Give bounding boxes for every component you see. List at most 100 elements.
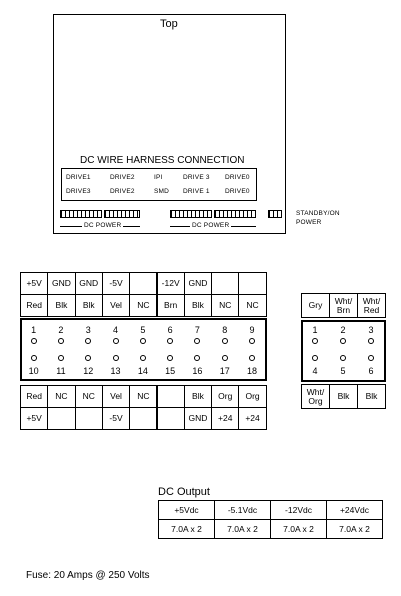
pin-dot (368, 338, 374, 344)
dc-power-right-label: DC POWER (190, 222, 232, 229)
wire-color-cell: Vel (101, 385, 131, 408)
wire-color-cell: NC (129, 294, 158, 317)
wire-color-cell: Blk (47, 294, 76, 317)
wire-color-cell: Org (238, 385, 267, 408)
voltage-cell (238, 272, 267, 295)
top-panel (53, 14, 286, 234)
pin-number: 1 (31, 325, 37, 335)
pin-number: 2 (58, 325, 64, 335)
power-connector-4 (214, 210, 256, 218)
pin-number: 3 (368, 325, 374, 335)
pin-number: 3 (85, 325, 91, 335)
pin-dot (30, 355, 37, 361)
pin-number: 12 (83, 366, 94, 376)
pin-number: 5 (340, 366, 346, 376)
wire-color-cell: NC (47, 385, 76, 408)
wire-color-cell: Vel (101, 294, 131, 317)
harness-label: SMD (154, 188, 170, 195)
wire-color-cell: Wht/ Brn (329, 293, 358, 318)
voltage-cell: +24 (211, 407, 240, 430)
pin-dot (340, 338, 346, 344)
pin-dot (249, 355, 256, 361)
pin-number: 11 (56, 366, 66, 376)
pin-dot (112, 338, 119, 344)
dc-output-title: DC Output (158, 486, 210, 498)
dc-header-cell: +24Vdc (326, 500, 383, 520)
harness-label: DRIVE0 (225, 188, 250, 195)
wire-color-cell: NC (238, 294, 267, 317)
wire-color-cell: NC (211, 294, 240, 317)
harness-label: DRIVE 3 (183, 174, 210, 181)
dc-value-cell: 7.0A x 2 (214, 519, 271, 539)
voltage-cell (156, 407, 185, 430)
harness-label-box (61, 168, 257, 201)
dc-header-cell: -12Vdc (270, 500, 327, 520)
pin-dot (221, 355, 228, 361)
voltage-cell: GND (47, 272, 76, 295)
harness-label: DRIVE2 (110, 174, 135, 181)
wire-color-cell: NC (129, 385, 158, 408)
standby-connector (268, 210, 282, 218)
dc-power-left-label: DC POWER (82, 222, 124, 229)
harness-label: DRIVE0 (225, 174, 250, 181)
pin-dot (57, 355, 64, 361)
pin-number: 16 (192, 366, 203, 376)
wire-color-cell (156, 385, 185, 408)
wire-color-cell: Blk (183, 385, 213, 408)
wire-color-cell: Blk (329, 384, 358, 409)
voltage-cell: GND (183, 272, 213, 295)
pin-number: 4 (113, 325, 119, 335)
top-title: Top (160, 18, 178, 30)
wire-color-cell: Blk (183, 294, 213, 317)
pin-number: 1 (312, 325, 318, 335)
power-connector-2 (104, 210, 140, 218)
voltage-cell: -5V (101, 407, 131, 430)
standby-label-2: POWER (296, 219, 322, 226)
pin-number: 6 (167, 325, 173, 335)
pin-number: 9 (249, 325, 255, 335)
voltage-cell (211, 272, 240, 295)
harness-label: DRIVE 1 (183, 188, 210, 195)
pin-dot (194, 338, 201, 344)
pin-dot (57, 338, 64, 344)
pin-number: 13 (110, 366, 121, 376)
pin-block (20, 318, 267, 381)
voltage-cell: -12V (156, 272, 185, 295)
pin-dot (312, 355, 318, 361)
harness-title: DC WIRE HARNESS CONNECTION (80, 155, 245, 166)
pin-number: 6 (368, 366, 374, 376)
pin-dot (85, 338, 92, 344)
pin-number: 15 (165, 366, 176, 376)
wire-color-cell: Wht/ Org (301, 384, 330, 409)
power-connector-1 (60, 210, 102, 218)
pin-number: 14 (137, 366, 148, 376)
voltage-cell (129, 407, 158, 430)
wire-color-cell: Wht/ Red (357, 293, 386, 318)
pin-number: 18 (247, 366, 258, 376)
pin-dot (194, 355, 201, 361)
dc-value-cell: 7.0A x 2 (270, 519, 327, 539)
dc-value-cell: 7.0A x 2 (158, 519, 215, 539)
voltage-cell: +5V (20, 407, 49, 430)
voltage-cell (74, 407, 103, 430)
pin-number: 17 (219, 366, 230, 376)
fuse-note: Fuse: 20 Amps @ 250 Volts (26, 570, 150, 581)
pin-dot (139, 338, 146, 344)
wire-color-cell: Brn (156, 294, 185, 317)
voltage-cell: +24 (238, 407, 267, 430)
wire-color-cell: Blk (357, 384, 386, 409)
wire-color-cell: NC (74, 385, 103, 408)
pin-dot (30, 338, 37, 344)
pin-number: 10 (28, 366, 39, 376)
voltage-cell: GND (183, 407, 213, 430)
pin-dot (249, 338, 256, 344)
pin-dot (312, 338, 318, 344)
standby-label-1: STANDBY/ON (296, 210, 340, 217)
voltage-cell: +5V (20, 272, 49, 295)
wire-color-cell: Red (20, 294, 49, 317)
harness-label: DRIVE3 (66, 188, 91, 195)
pin-dot (167, 338, 174, 344)
pin-dot (368, 355, 374, 361)
pin-number: 2 (340, 325, 346, 335)
voltage-cell: GND (74, 272, 103, 295)
